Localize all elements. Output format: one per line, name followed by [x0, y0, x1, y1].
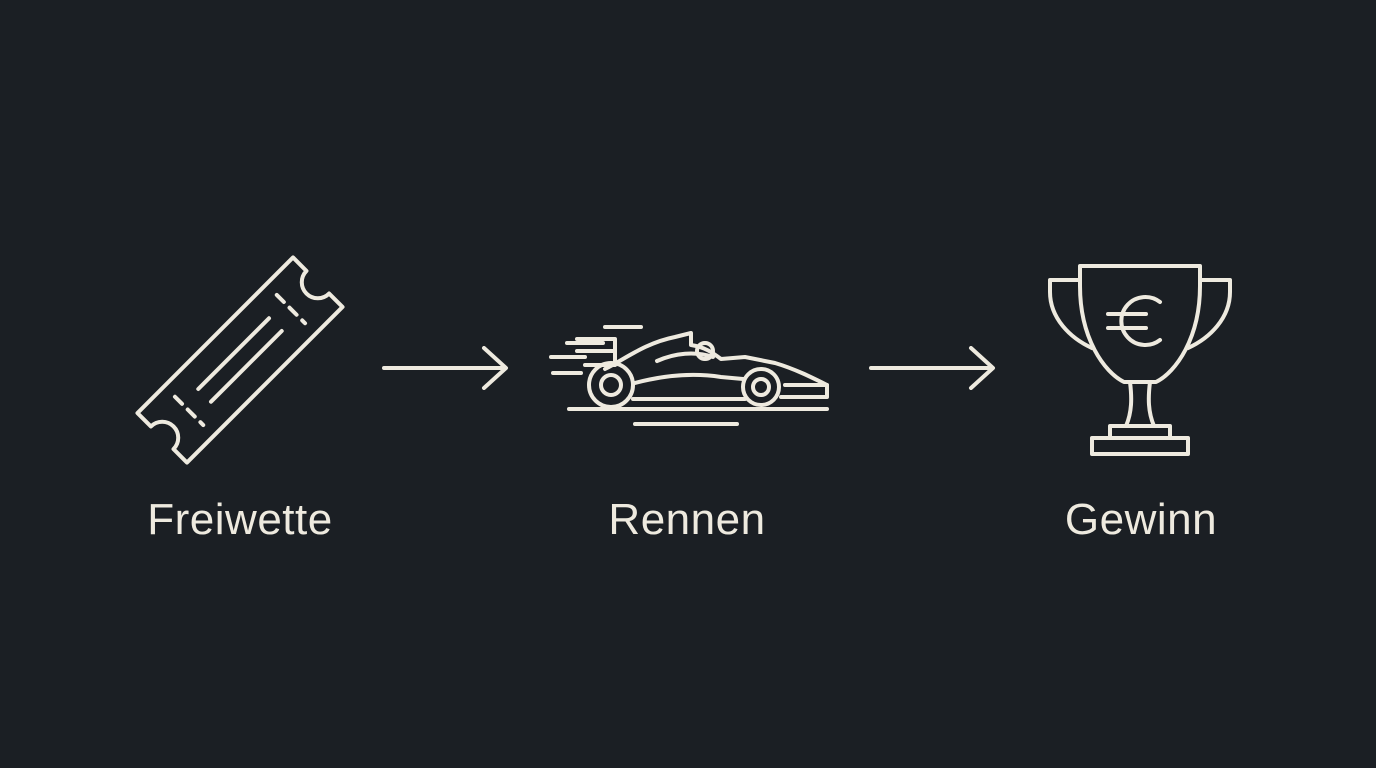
- ticket-icon: [130, 250, 350, 470]
- step-label-gewinn: Gewinn: [1064, 495, 1218, 544]
- arrow-right-icon: [380, 346, 512, 395]
- arrow-right-icon: [867, 346, 999, 395]
- step-label-rennen: Rennen: [608, 495, 766, 544]
- race-car-icon: [545, 315, 835, 435]
- step-label-freiwette: Freiwette: [147, 495, 333, 544]
- trophy-euro-icon: [1040, 258, 1240, 462]
